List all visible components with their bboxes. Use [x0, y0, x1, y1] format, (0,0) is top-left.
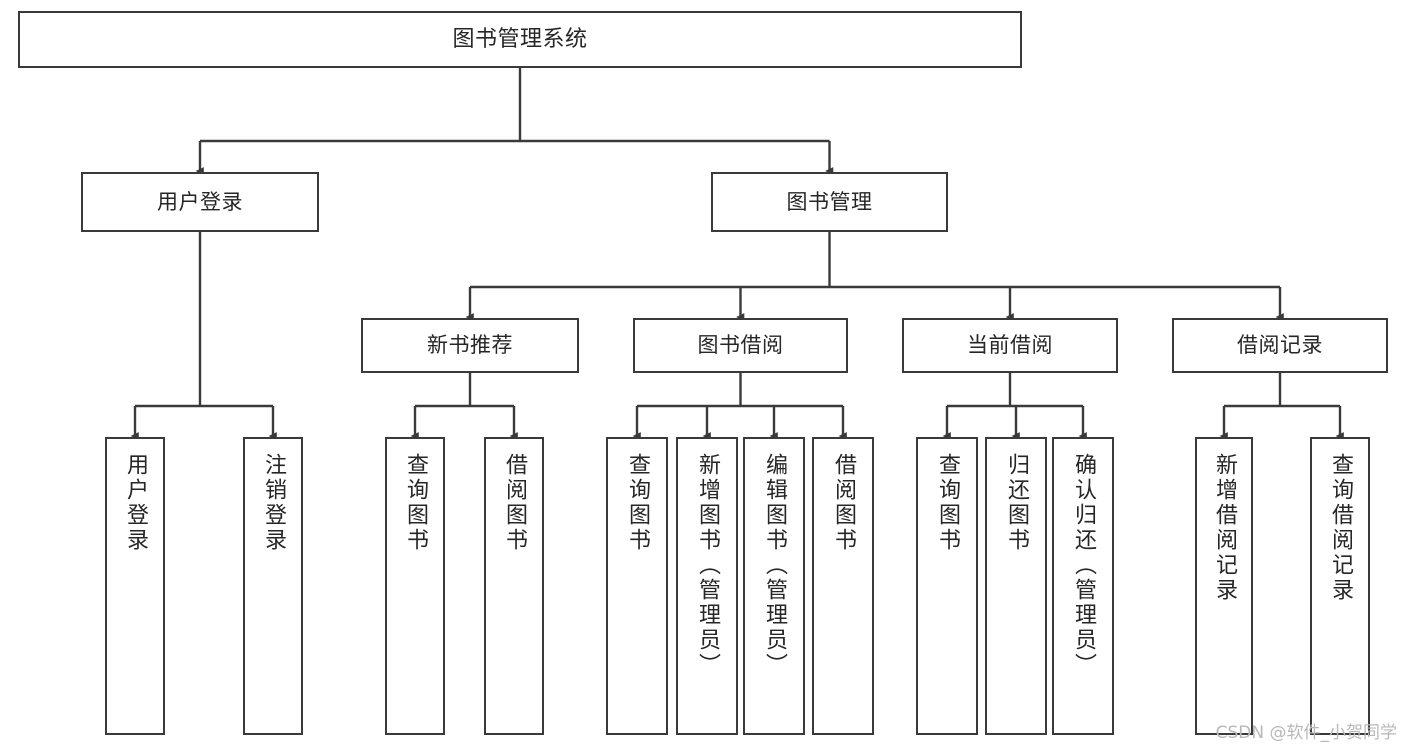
node-leaf-add-borrow-record[interactable]: 新增借阅记录: [1195, 437, 1253, 735]
node-label: 查询借阅记录: [1328, 453, 1353, 603]
node-label: 用户登录: [123, 453, 148, 553]
node-leaf-query-books-rec[interactable]: 查询图书: [385, 437, 445, 735]
node-leaf-user-login[interactable]: 用户登录: [105, 437, 165, 735]
node-label: 查询图书: [935, 453, 960, 553]
node-leaf-borrow-books-bb[interactable]: 借阅图书: [812, 437, 874, 735]
node-label: 新书推荐: [427, 333, 513, 358]
node-label: 图书管理系统: [452, 26, 588, 52]
node-label: 借阅图书: [831, 453, 856, 553]
node-label: 新增借阅记录: [1212, 453, 1237, 603]
node-root[interactable]: 图书管理系统: [18, 11, 1022, 68]
node-current-borrowing[interactable]: 当前借阅: [902, 318, 1118, 373]
node-label: 归还图书: [1004, 453, 1029, 553]
node-label: 用户登录: [157, 189, 243, 214]
node-leaf-add-book-admin[interactable]: 新增图书（管理员）: [676, 437, 738, 735]
node-label: 查询图书: [403, 453, 428, 553]
node-label: 图书借阅: [697, 333, 784, 358]
node-leaf-borrow-books-rec[interactable]: 借阅图书: [484, 437, 544, 735]
node-book-borrowing[interactable]: 图书借阅: [633, 318, 848, 373]
csdn-watermark: CSDN @软件_小贺同学: [1215, 723, 1397, 743]
node-label: 当前借阅: [967, 333, 1053, 358]
node-label: 借阅图书: [502, 453, 527, 553]
node-label: 编辑图书（管理员）: [762, 453, 787, 678]
node-label: 注销登录: [261, 453, 286, 553]
node-book-management[interactable]: 图书管理: [711, 172, 948, 232]
node-user-login[interactable]: 用户登录: [81, 172, 319, 232]
node-label: 借阅记录: [1237, 333, 1323, 358]
node-borrowing-record[interactable]: 借阅记录: [1172, 318, 1388, 373]
node-new-book-recommendation[interactable]: 新书推荐: [361, 318, 579, 373]
node-label: 新增图书（管理员）: [695, 453, 720, 678]
node-leaf-query-borrow-record[interactable]: 查询借阅记录: [1310, 437, 1370, 735]
node-leaf-edit-book-admin[interactable]: 编辑图书（管理员）: [743, 437, 805, 735]
node-label: 图书管理: [786, 189, 873, 214]
node-leaf-logout[interactable]: 注销登录: [243, 437, 303, 735]
node-label: 确认归还（管理员）: [1071, 453, 1096, 678]
node-leaf-query-books-cb[interactable]: 查询图书: [916, 437, 978, 735]
node-leaf-query-books-bb[interactable]: 查询图书: [606, 437, 668, 735]
node-leaf-return-books[interactable]: 归还图书: [985, 437, 1047, 735]
node-label: 查询图书: [625, 453, 650, 553]
node-leaf-confirm-return-admin[interactable]: 确认归还（管理员）: [1052, 437, 1114, 735]
